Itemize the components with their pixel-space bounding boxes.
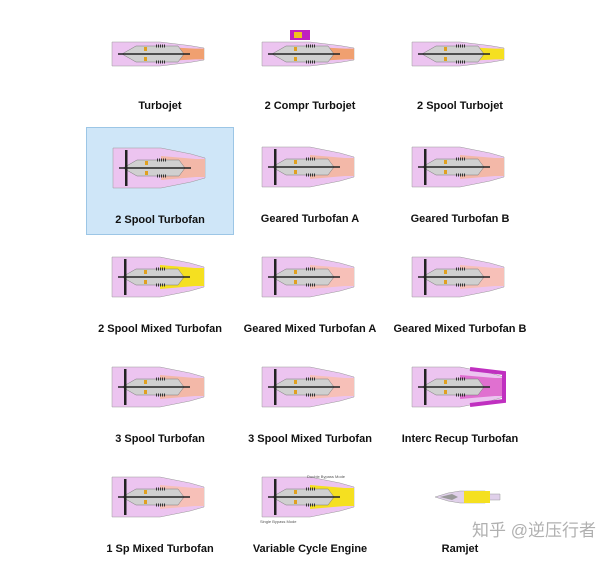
- engine-tile[interactable]: Geared Mixed Turbofan A: [236, 237, 384, 345]
- engine-label: Ramjet: [441, 543, 479, 555]
- engine-tile[interactable]: Geared Mixed Turbofan B: [386, 237, 534, 345]
- engine-tile[interactable]: 2 Spool Turbofan: [86, 127, 234, 235]
- engine-tile[interactable]: 1 Sp Mixed Turbofan: [86, 457, 234, 565]
- engine-diagram-icon: [111, 256, 205, 298]
- vce-double-bypass-note: Double Bypass Mode: [307, 474, 346, 479]
- engine-tile[interactable]: Ramjet: [386, 457, 534, 565]
- engine-label: 3 Spool Mixed Turbofan: [248, 433, 372, 445]
- engine-tile[interactable]: 2 Compr Turbojet: [236, 14, 384, 122]
- engine-diagram-icon: [411, 366, 506, 408]
- engine-diagram-icon: [261, 146, 355, 188]
- engine-label: Turbojet: [138, 100, 182, 112]
- engine-label: Interc Recup Turbofan: [401, 433, 519, 445]
- engine-tile[interactable]: 2 Spool Mixed Turbofan: [86, 237, 234, 345]
- engine-tile[interactable]: 2 Spool Turbojet: [386, 14, 534, 122]
- engine-label: 2 Compr Turbojet: [264, 100, 356, 112]
- engine-tile[interactable]: Interc Recup Turbofan: [386, 347, 534, 455]
- watermark: 知乎 @逆压行者: [472, 521, 596, 540]
- engine-tile[interactable]: Geared Turbofan B: [386, 127, 534, 235]
- engine-diagram-icon: [261, 476, 355, 518]
- engine-tile[interactable]: Turbojet: [86, 14, 234, 122]
- engine-diagram-icon: [261, 30, 355, 67]
- engine-diagram-icon: [411, 41, 505, 67]
- engine-diagram-icon: [411, 146, 505, 188]
- engine-diagram-icon: [261, 256, 355, 298]
- engine-label: 2 Spool Mixed Turbofan: [98, 323, 222, 335]
- engine-label: 2 Spool Turbojet: [417, 100, 503, 112]
- engine-label: 2 Spool Turbofan: [115, 214, 205, 226]
- vce-single-bypass-note: Single Bypass Mode: [260, 519, 297, 524]
- engine-label: Variable Cycle Engine: [252, 543, 368, 555]
- engine-diagram-icon: [111, 476, 205, 518]
- engine-diagram-icon: [261, 366, 355, 408]
- engine-diagram-icon: [411, 256, 505, 298]
- engine-label: 1 Sp Mixed Turbofan: [106, 543, 214, 555]
- engine-diagram-icon: [112, 147, 206, 189]
- engine-label: Geared Mixed Turbofan A: [243, 323, 377, 335]
- engine-label: 3 Spool Turbofan: [115, 433, 205, 445]
- engine-diagram-icon: [111, 41, 205, 67]
- engine-label: Geared Turbofan A: [260, 213, 360, 225]
- engine-label: Geared Turbofan B: [410, 213, 510, 225]
- engine-label: Geared Mixed Turbofan B: [393, 323, 527, 335]
- engine-tile[interactable]: Geared Turbofan A: [236, 127, 384, 235]
- engine-tile[interactable]: 3 Spool Turbofan: [86, 347, 234, 455]
- engine-diagram-icon: [111, 366, 205, 408]
- engine-tile[interactable]: Variable Cycle Engine: [236, 457, 384, 565]
- engine-diagram-icon: [434, 490, 501, 504]
- engine-tile[interactable]: 3 Spool Mixed Turbofan: [236, 347, 384, 455]
